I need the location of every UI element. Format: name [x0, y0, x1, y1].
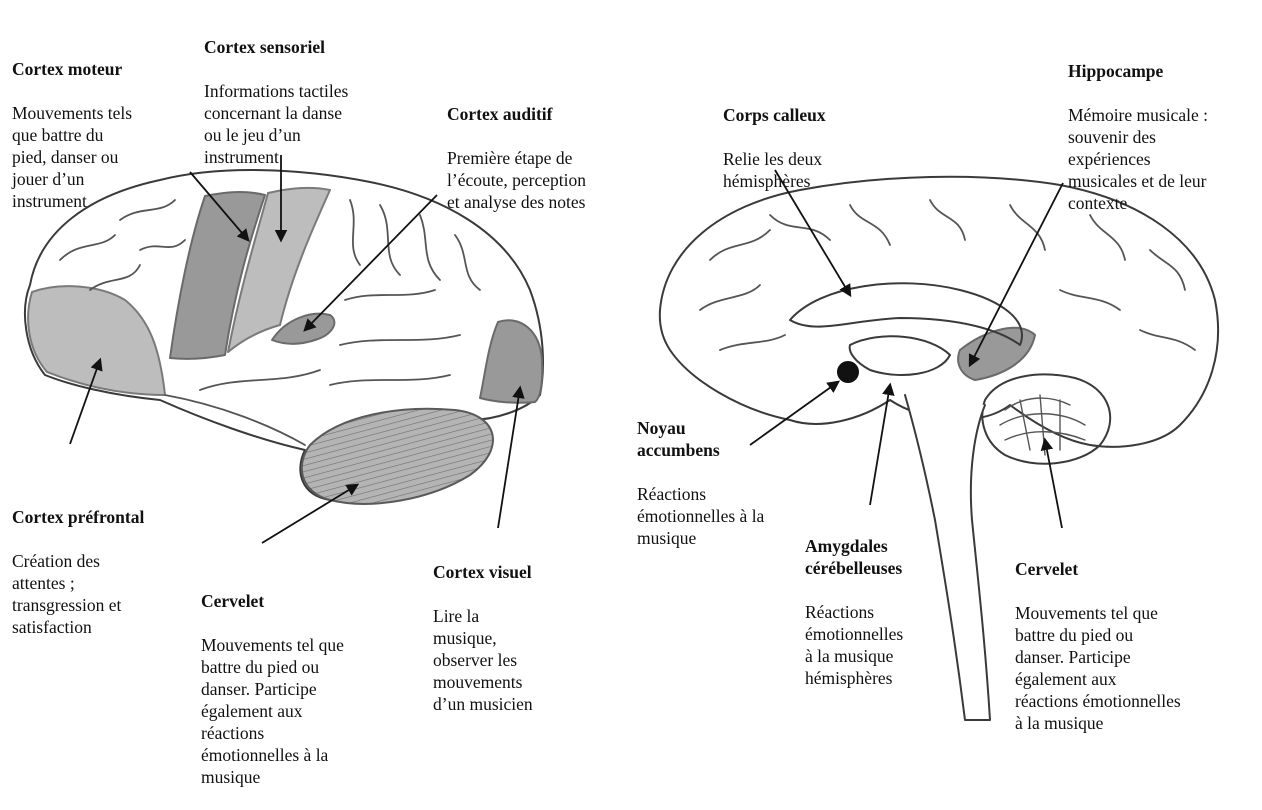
label-title: Corps calleux	[723, 104, 826, 126]
label-cortex-auditif: Cortex auditif Première étape de l’écout…	[447, 81, 586, 235]
label-desc: Première étape de l’écoute, perception e…	[447, 147, 586, 213]
label-desc: Mémoire musicale : souvenir des expérien…	[1068, 104, 1208, 214]
label-desc: Relie les deux hémisphères	[723, 148, 826, 192]
label-hippocampe: Hippocampe Mémoire musicale : souvenir d…	[1068, 38, 1208, 236]
label-title: Cortex auditif	[447, 103, 586, 125]
label-desc: Réactions émotionnelles à la musique	[637, 483, 764, 549]
arrow-cervelet-left	[262, 485, 357, 543]
label-desc: Lire la musique, observer les mouvements…	[433, 605, 533, 715]
label-title: Cortex visuel	[433, 561, 533, 583]
nucleus-accumbens-dot	[838, 362, 858, 382]
label-desc: Mouvements tel que battre du pied ou dan…	[201, 634, 344, 788]
label-corps-calleux: Corps calleux Relie les deux hémisphères	[723, 82, 826, 214]
label-noyau-accumbens: Noyau accumbens Réactions émotionnelles …	[637, 395, 764, 571]
label-title: Noyau accumbens	[637, 417, 764, 461]
label-desc: Mouvements tel que battre du pied ou dan…	[1015, 602, 1181, 734]
label-cortex-moteur: Cortex moteur Mouvements tels que battre…	[12, 36, 132, 234]
brainstem	[905, 395, 990, 720]
label-title: Cortex sensoriel	[204, 36, 348, 58]
label-amygdales: Amygdales cérébelleuses Réactions émotio…	[805, 513, 903, 711]
label-title: Cortex moteur	[12, 58, 132, 80]
label-cervelet-right: Cervelet Mouvements tel que battre du pi…	[1015, 536, 1181, 756]
label-title: Cervelet	[201, 590, 344, 612]
label-cortex-sensoriel: Cortex sensoriel Informations tactiles c…	[204, 14, 348, 190]
label-desc: Mouvements tels que battre du pied, dans…	[12, 102, 132, 212]
label-desc: Création des attentes ; transgression et…	[12, 550, 144, 638]
label-desc: Informations tactiles concernant la dans…	[204, 80, 348, 168]
arrow-cervelet-right	[1045, 440, 1062, 528]
label-cortex-visuel: Cortex visuel Lire la musique, observer …	[433, 539, 533, 737]
label-cortex-prefrontal: Cortex préfrontal Création des attentes …	[12, 484, 144, 660]
label-desc: Réactions émotionnelles à la musique hém…	[805, 601, 903, 689]
label-title: Amygdales cérébelleuses	[805, 535, 903, 579]
brain-music-diagram: Cortex moteur Mouvements tels que battre…	[0, 0, 1262, 776]
label-title: Cortex préfrontal	[12, 506, 144, 528]
label-title: Hippocampe	[1068, 60, 1208, 82]
label-title: Cervelet	[1015, 558, 1181, 580]
label-cervelet-left: Cervelet Mouvements tel que battre du pi…	[201, 568, 344, 810]
